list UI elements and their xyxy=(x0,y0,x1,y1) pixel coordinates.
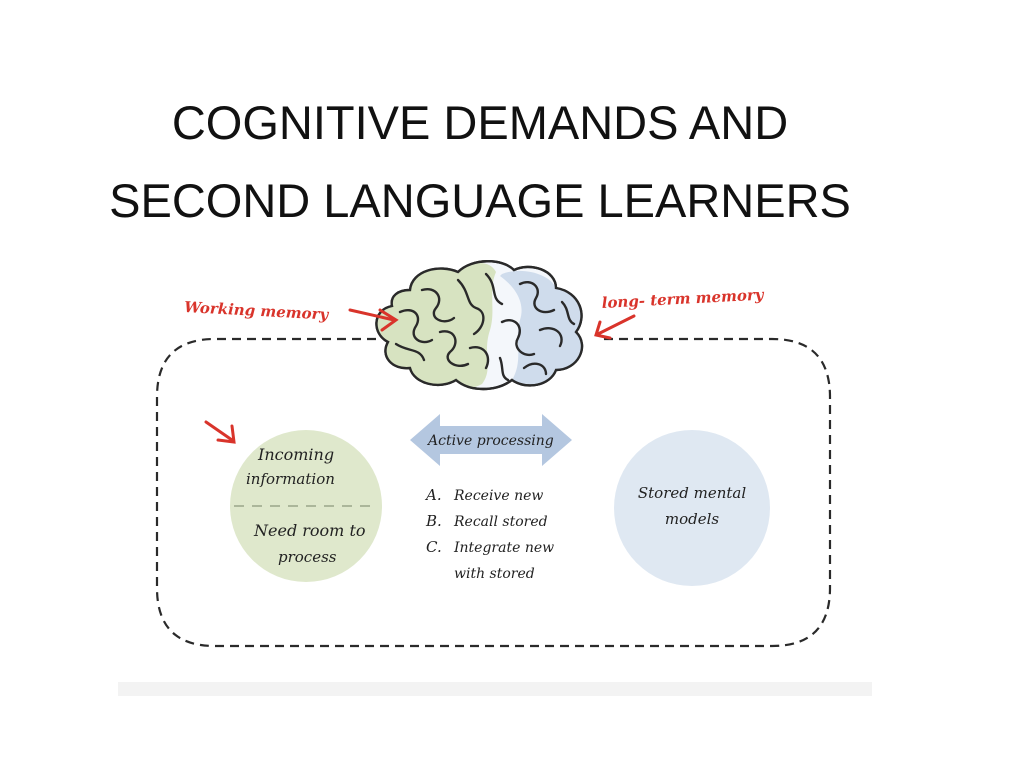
active-processing-arrow xyxy=(410,414,572,466)
incoming-line-2: information xyxy=(246,470,335,488)
brain-icon xyxy=(375,260,584,391)
stored-mental-models-circle xyxy=(614,430,770,586)
processing-steps: A. Receive new B. Recall stored C. Integ… xyxy=(424,486,554,582)
diagram-bottom-shadow xyxy=(118,682,872,696)
slide-title-line-1: COGNITIVE DEMANDS AND xyxy=(171,96,789,149)
working-memory-boundary xyxy=(155,337,832,648)
step-b-letter: B. xyxy=(425,512,442,530)
slide-title-line-2: SECOND LANGUAGE LEARNERS xyxy=(109,174,851,227)
stored-line-2: models xyxy=(665,510,720,528)
active-processing-label: Active processing xyxy=(426,433,554,449)
incoming-line-1: Incoming xyxy=(257,445,334,464)
step-c-continuation: with stored xyxy=(454,566,535,582)
stored-line-1: Stored mental xyxy=(638,484,746,502)
step-c-letter: C. xyxy=(426,538,442,556)
incoming-line-4: process xyxy=(278,548,337,566)
working-memory-label: Working memory xyxy=(184,298,330,324)
step-a-letter: A. xyxy=(424,486,442,504)
slide-title: COGNITIVE DEMANDS AND SECOND LANGUAGE LE… xyxy=(0,84,960,240)
step-b-text: Recall stored xyxy=(453,514,548,530)
working-memory-arrow xyxy=(348,308,399,332)
step-c-text: Integrate new xyxy=(453,540,554,556)
incoming-arrow xyxy=(204,420,236,444)
long-term-memory-arrow xyxy=(594,314,636,340)
step-a-text: Receive new xyxy=(453,488,543,504)
incoming-line-3: Need room to xyxy=(253,521,366,540)
cognitive-diagram: Working memory long- term memory Incomin… xyxy=(118,260,872,696)
long-term-memory-label: long- term memory xyxy=(601,285,765,312)
